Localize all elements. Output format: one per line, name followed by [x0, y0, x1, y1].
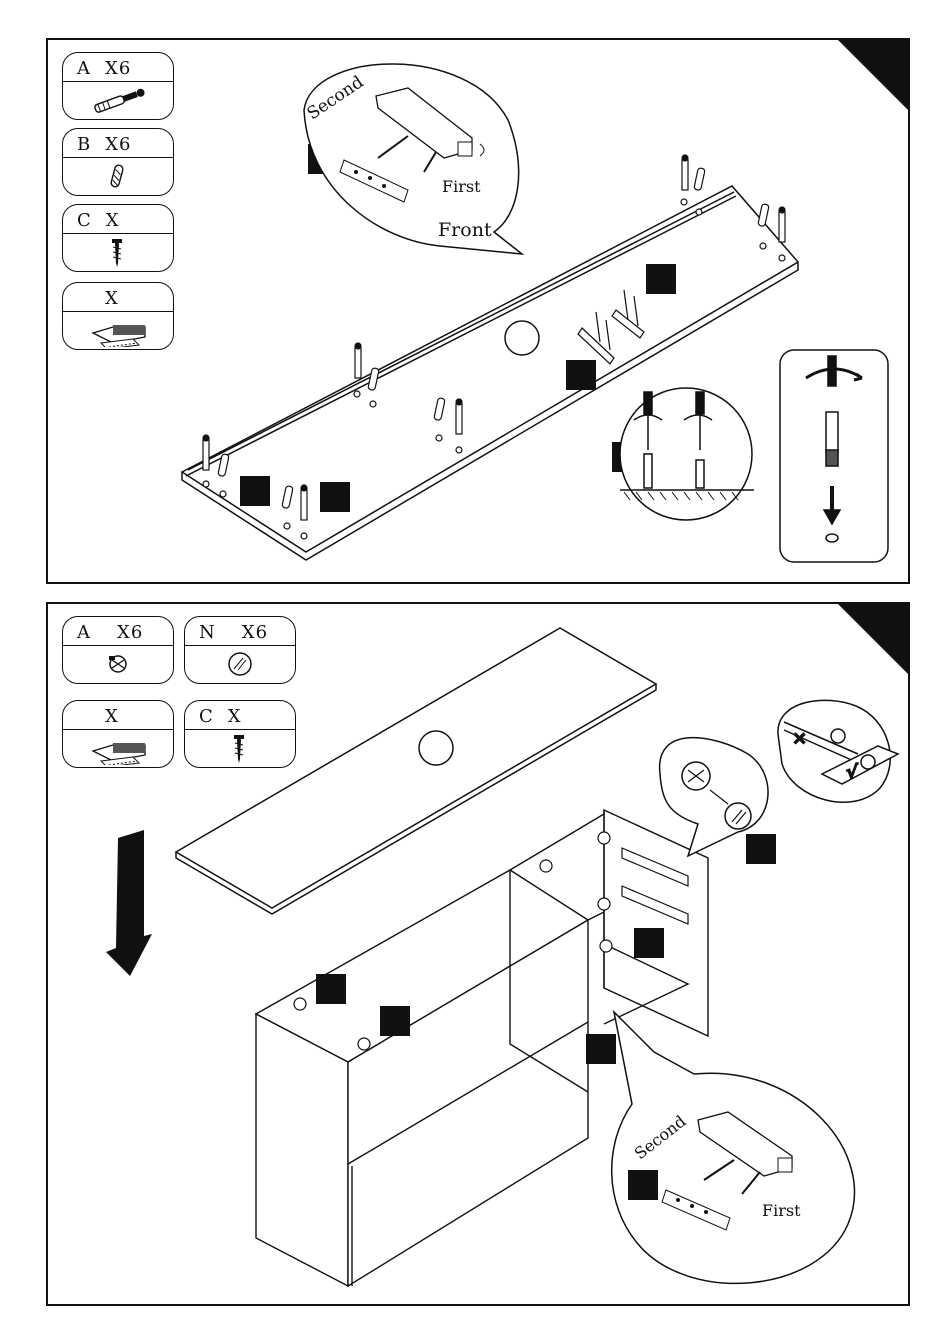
right-orientation-mark: √: [846, 762, 858, 783]
step-marker-square: [628, 1170, 658, 1200]
step-marker-square: [746, 834, 776, 864]
orientation-detail-callout: × √: [778, 700, 898, 802]
wrong-orientation-mark: ×: [792, 728, 807, 749]
cable-hole-icon: [505, 321, 539, 355]
callout-front-label: Front: [438, 219, 492, 241]
screwdriver-detail-callout: [620, 388, 754, 520]
step-marker-square: [586, 1034, 616, 1064]
latch-detail-callout: Second First: [612, 1012, 855, 1283]
step-marker-square: [380, 1006, 410, 1036]
step-marker-square: [320, 482, 350, 512]
panel-1-illustration: Second First Front: [48, 40, 908, 582]
step-marker-square: [646, 264, 676, 294]
cam-bolt-install-callout: [780, 350, 888, 562]
top-board-drawing: [176, 628, 656, 914]
latch-detail-callout: Second First Front: [304, 64, 522, 254]
callout-first-label: First: [442, 177, 481, 196]
cable-hole-icon: [419, 731, 453, 765]
step-marker-square: [240, 476, 270, 506]
down-arrow-icon: [106, 830, 152, 976]
panel-2-illustration: × √ Second First: [48, 604, 908, 1304]
callout-first-label: First: [762, 1201, 801, 1220]
step-marker-square: [634, 928, 664, 958]
step-marker-square: [566, 360, 596, 390]
step-marker-square: [316, 974, 346, 1004]
